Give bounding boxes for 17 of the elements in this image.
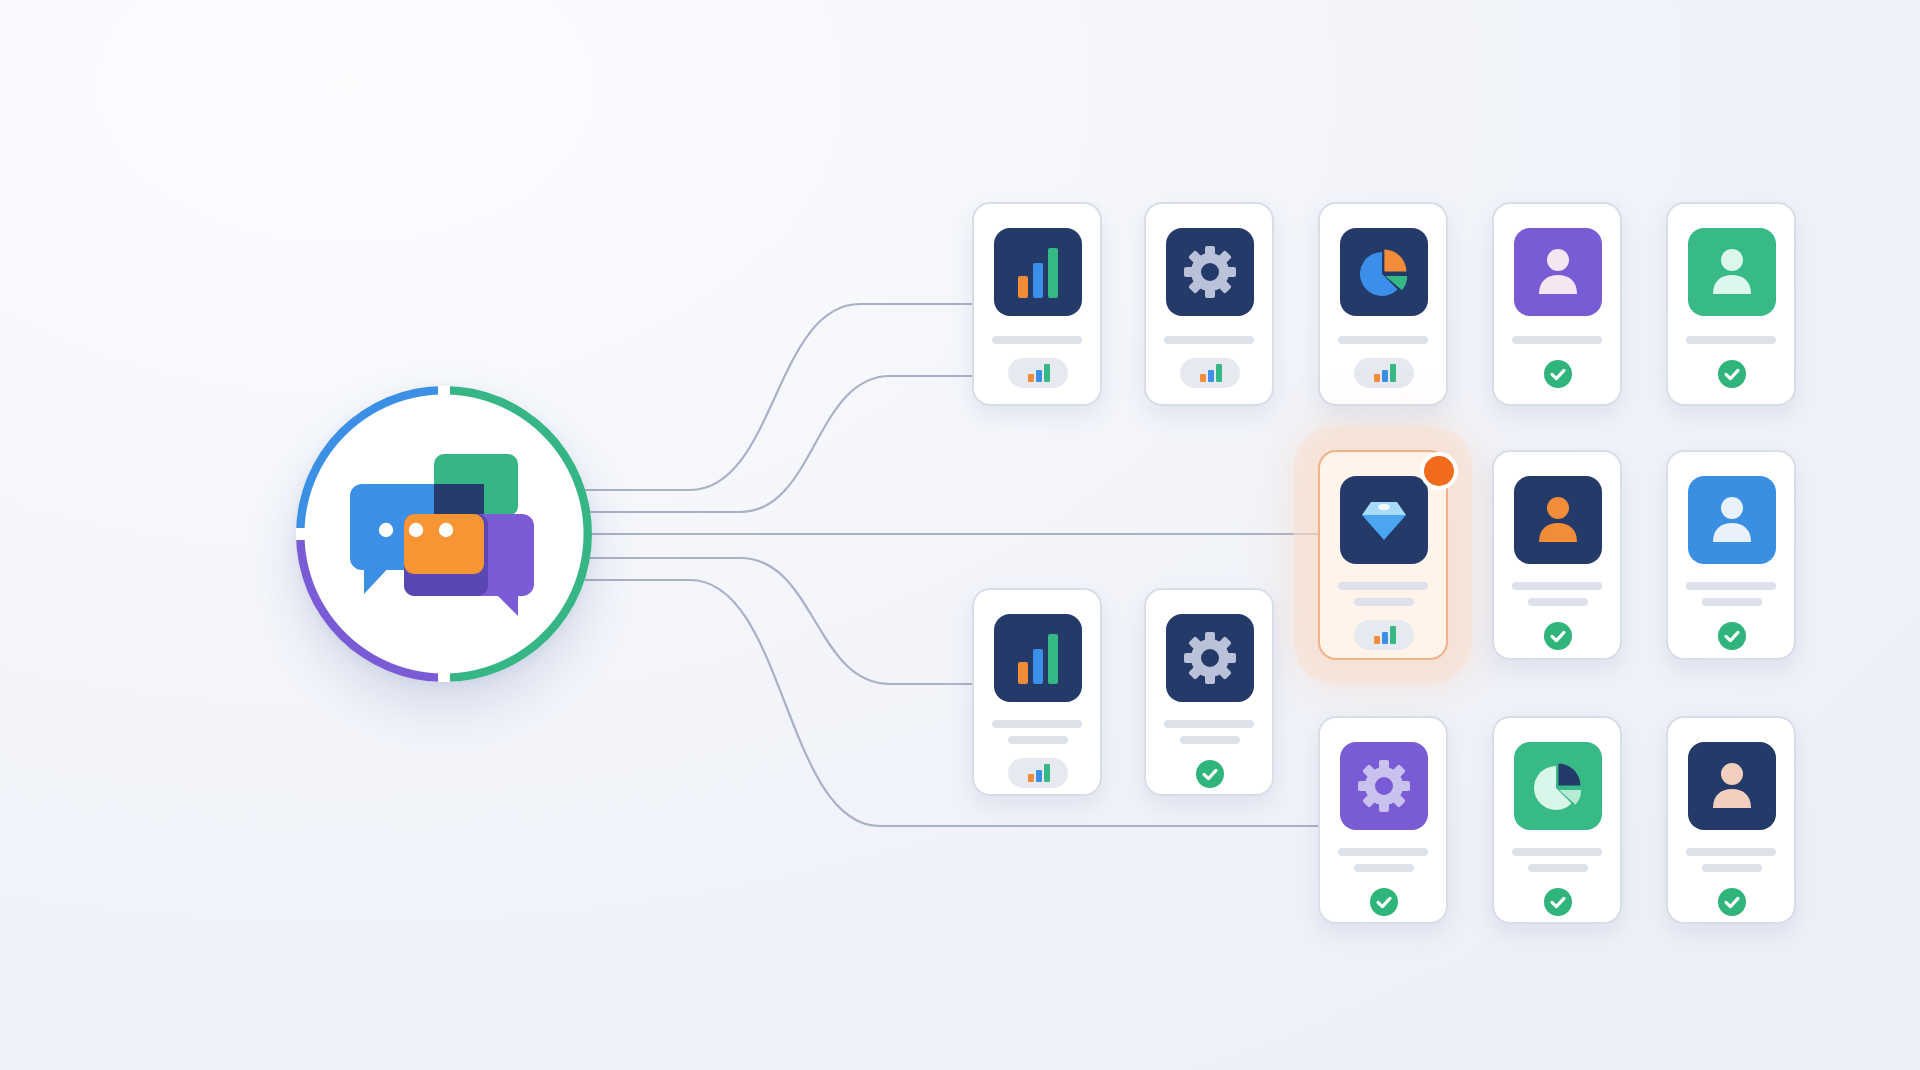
- app-card: [1492, 716, 1622, 924]
- app-card: [1666, 450, 1796, 660]
- app-card: [972, 202, 1102, 406]
- connector-line: [584, 578, 1318, 828]
- connector-line: [585, 302, 972, 492]
- app-card: [1318, 716, 1448, 924]
- app-card: [1318, 202, 1448, 406]
- connector-line: [590, 556, 972, 686]
- app-card: [972, 588, 1102, 796]
- app-card: [1144, 588, 1274, 796]
- app-card: [1492, 202, 1622, 406]
- app-card: [1144, 202, 1274, 406]
- app-card: [1492, 450, 1622, 660]
- app-card: [1666, 202, 1796, 406]
- connector-line: [590, 374, 972, 514]
- app-card: [1666, 716, 1796, 924]
- connector-line: [592, 532, 1318, 536]
